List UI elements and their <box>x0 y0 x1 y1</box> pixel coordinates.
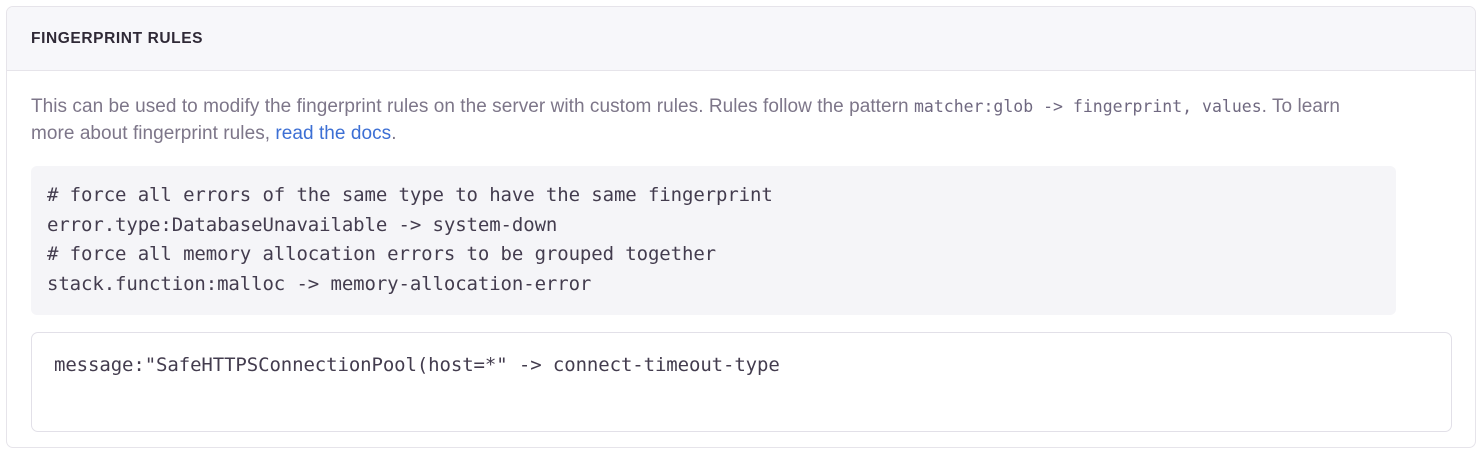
example-rules-code: # force all errors of the same type to h… <box>47 184 773 295</box>
description-middle-text: . To learn more about fingerprint rules, <box>31 96 1340 144</box>
description-lead-text: This can be used to modify the fingerpri… <box>31 96 914 117</box>
fingerprint-rules-panel: FINGERPRINT RULES This can be used to mo… <box>6 6 1476 448</box>
description-trailing-text: . <box>391 123 397 144</box>
page-title: FINGERPRINT RULES <box>31 29 204 47</box>
read-the-docs-link[interactable]: read the docs <box>275 123 392 144</box>
panel-body: This can be used to modify the fingerpri… <box>7 71 1475 432</box>
panel-header: FINGERPRINT RULES <box>7 7 1475 71</box>
example-rules-code-block: # force all errors of the same type to h… <box>31 166 1396 315</box>
fingerprint-rules-input[interactable] <box>31 332 1452 432</box>
panel-description: This can be used to modify the fingerpri… <box>31 93 1387 147</box>
inline-code-pattern: matcher:glob -> fingerprint, values <box>913 97 1262 116</box>
